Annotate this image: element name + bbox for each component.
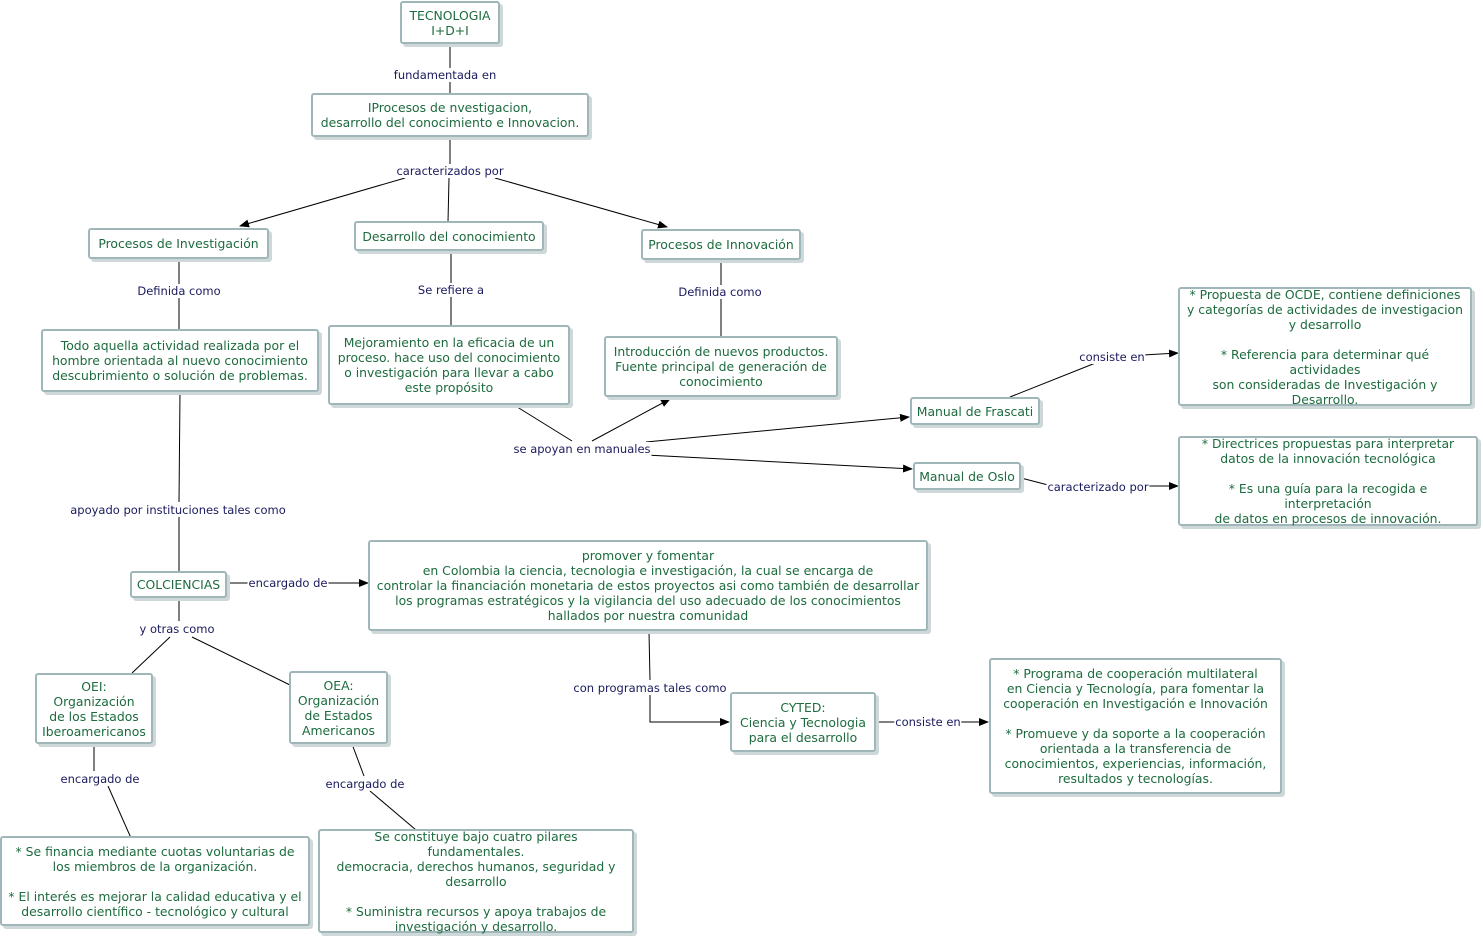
label-encargado-de-3: encargado de	[324, 777, 406, 791]
label-y-otras-como: y otras como	[138, 622, 216, 636]
edge-otras-oei	[131, 636, 171, 674]
node-procesos-investigacion[interactable]: Procesos de Investigación	[88, 228, 269, 259]
label-fundamentada-en: fundamentada en	[392, 68, 498, 82]
node-oei[interactable]: OEI: Organización de los Estados Iberoam…	[35, 673, 153, 744]
edge-caracterizados-investigacion	[239, 177, 406, 228]
node-cyted-desc[interactable]: * Programa de cooperación multilateral e…	[989, 658, 1282, 794]
edge-frascati-consiste	[1009, 361, 1099, 398]
node-manual-oslo[interactable]: Manual de Oslo	[913, 462, 1021, 490]
label-apoyado-por: apoyado por instituciones tales como	[69, 503, 287, 517]
node-def-investigacion[interactable]: Todo aquella actividad realizada por el …	[41, 329, 319, 392]
label-caracterizado-por: caracterizado por	[1046, 480, 1150, 494]
node-oei-desc[interactable]: * Se financia mediante cuotas voluntaria…	[0, 836, 310, 926]
label-consiste-en-2: consiste en	[894, 715, 962, 729]
label-encargado-de-2: encargado de	[59, 772, 141, 786]
node-def-innovacion[interactable]: Introducción de nuevos productos. Fuente…	[604, 336, 838, 397]
label-se-refiere-a: Se refiere a	[416, 283, 486, 297]
edge-encargado-oea-desc	[369, 790, 417, 831]
edge-oea-encargado	[351, 743, 365, 777]
label-encargado-de-1: encargado de	[247, 576, 329, 590]
edge-desarrollo-apoyan	[513, 404, 573, 442]
label-consiste-en-1: consiste en	[1078, 350, 1146, 364]
edge-caracterizados-innovacion	[494, 177, 668, 229]
label-caracterizados-por: caracterizados por	[395, 164, 505, 178]
node-procesos-main[interactable]: IProcesos de nvestigacion, desarrollo de…	[311, 93, 589, 137]
edge-colciencias-desc-programas	[648, 631, 651, 681]
edge-consiste-frascati-desc	[1141, 349, 1179, 358]
edge-apoyan-innovacion	[591, 398, 671, 442]
edge-otras-oea	[191, 636, 291, 686]
node-oea-desc[interactable]: Se constituye bajo cuatro pilares fundam…	[318, 829, 634, 934]
node-manual-frascati[interactable]: Manual de Frascati	[910, 397, 1040, 425]
edge-encargado-oei-desc	[107, 785, 132, 839]
node-cyted[interactable]: CYTED: Ciencia y Tecnologia para el desa…	[730, 692, 876, 752]
label-definida-como-2: Definida como	[677, 285, 763, 299]
node-colciencias-desc[interactable]: promover y fomentar en Colombia la cienc…	[368, 540, 928, 631]
node-oslo-desc[interactable]: * Directrices propuestas para interpreta…	[1178, 436, 1478, 526]
node-procesos-innovacion[interactable]: Procesos de Innovación	[641, 229, 801, 260]
edge-apoyan-oslo	[645, 454, 913, 473]
node-colciencias[interactable]: COLCIENCIAS	[130, 571, 227, 598]
edge-programas-cyted	[649, 695, 730, 726]
label-con-programas: con programas tales como	[572, 681, 728, 695]
node-tecnologia[interactable]: TECNOLOGIA I+D+I	[400, 1, 500, 44]
node-def-desarrollo[interactable]: Mejoramiento en la eficacia de un proces…	[328, 325, 570, 405]
node-oea[interactable]: OEA: Organización de Estados Americanos	[289, 671, 388, 744]
label-se-apoyan: se apoyan en manuales	[512, 442, 652, 456]
node-desarrollo-conocimiento[interactable]: Desarrollo del conocimiento	[354, 221, 544, 251]
edge-caracterizados-desarrollo	[447, 177, 450, 223]
edge-def-apoyado	[178, 391, 181, 503]
node-frascati-desc[interactable]: * Propuesta de OCDE, contiene definicion…	[1178, 287, 1472, 407]
label-definida-como-1: Definida como	[136, 284, 222, 298]
edge-apoyan-frascati	[645, 413, 910, 443]
